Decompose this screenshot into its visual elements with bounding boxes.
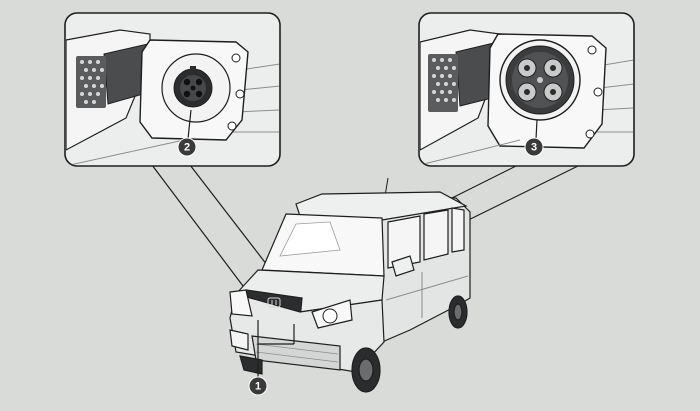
honeycomb-panel <box>76 56 106 108</box>
honda-logo-icon <box>267 297 281 308</box>
quick-charge-connector-icon <box>499 39 581 121</box>
normal-charge-inset: 2 <box>64 12 281 167</box>
callout-2: 2 <box>177 137 197 157</box>
normal-charge-connector-icon <box>173 66 213 108</box>
callout-1-label: 1 <box>255 381 261 393</box>
callout-1: 1 <box>248 376 268 396</box>
callout-2-label: 2 <box>184 142 190 154</box>
callout-1-leader <box>257 320 295 378</box>
quick-charge-inset: 3 <box>418 12 635 167</box>
callout-3: 3 <box>524 137 544 157</box>
callout-3-label: 3 <box>531 142 537 154</box>
vehicle <box>229 177 471 393</box>
